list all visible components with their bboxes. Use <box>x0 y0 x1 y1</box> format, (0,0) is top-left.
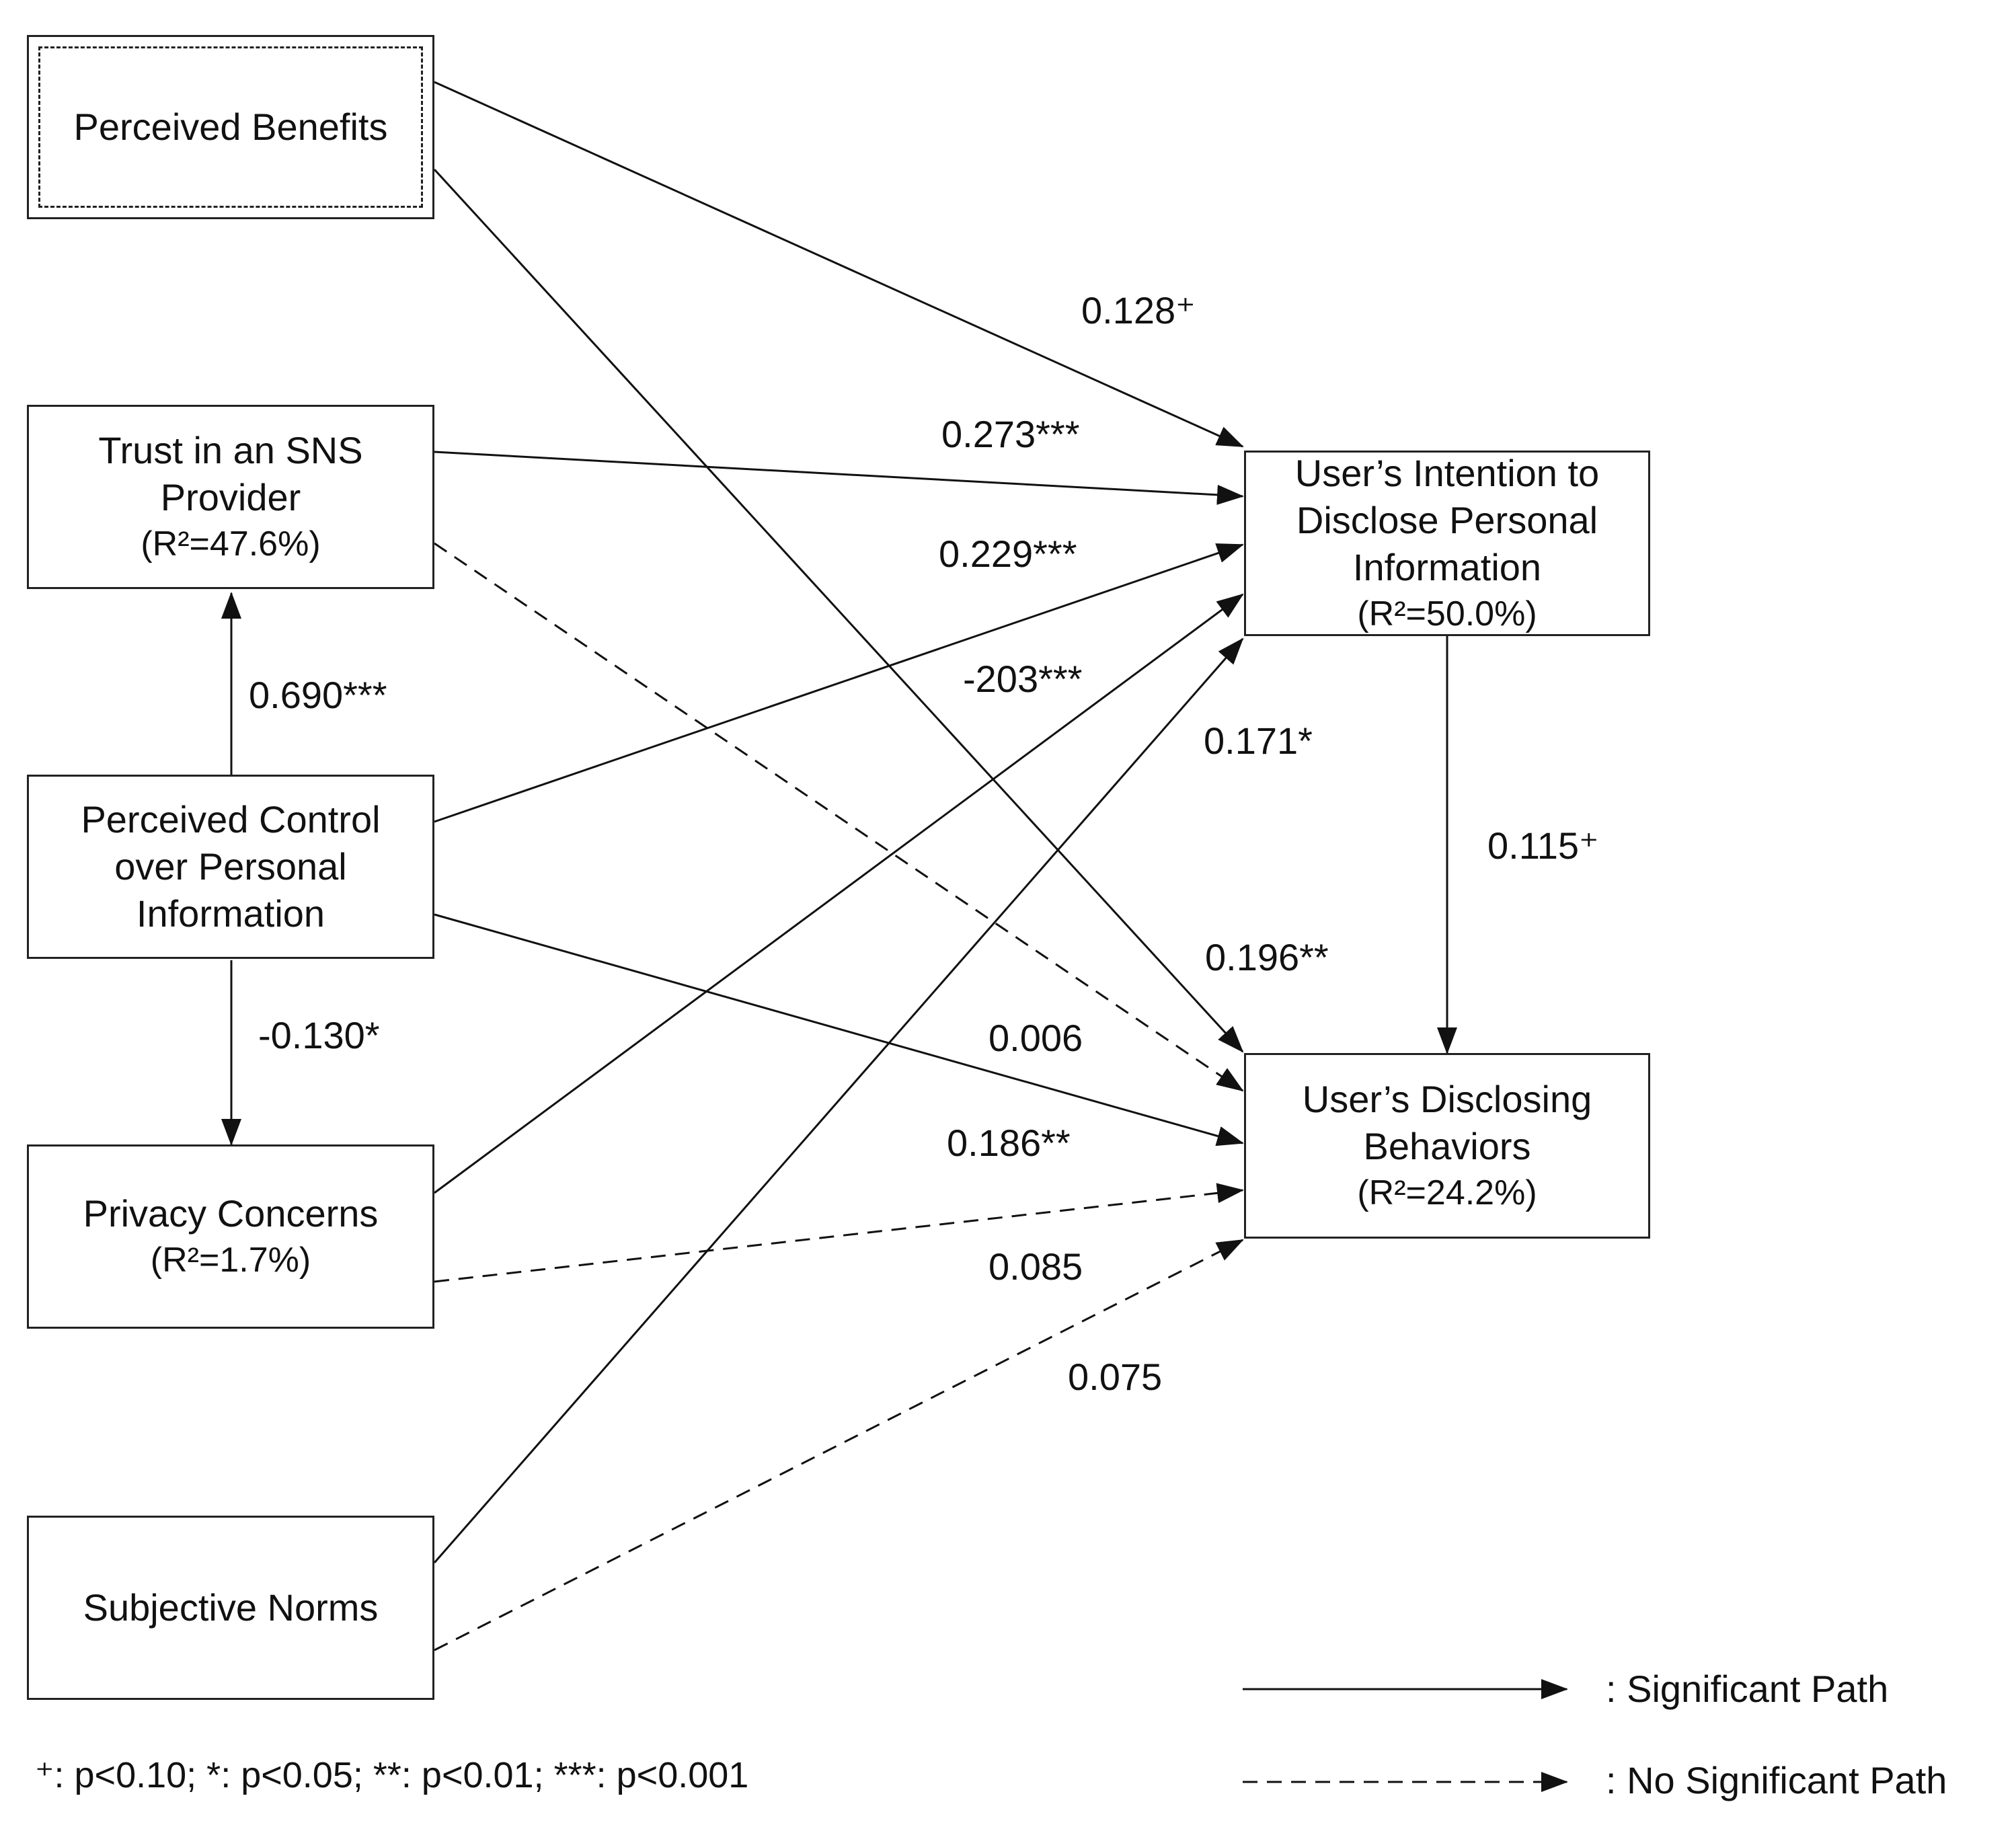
intention-line1: User’s Intention to <box>1294 452 1600 494</box>
path-benefits-intention <box>434 81 1244 448</box>
legend-significant-label: : Significant Path <box>1606 1668 1889 1710</box>
coef-control-behaviors: 0.186** <box>947 1122 1071 1164</box>
coef-control-trust: 0.690*** <box>249 674 387 716</box>
control-line1: Perceived Control <box>81 798 381 841</box>
privacy-line1: Privacy Concerns <box>83 1192 379 1235</box>
control-line2: over Personal <box>114 845 347 888</box>
privacy-r2: (R²=1.7%) <box>150 1241 311 1280</box>
path-norms-behaviors <box>434 1239 1244 1651</box>
path-trust-intention <box>434 451 1244 505</box>
path-privacy-behaviors <box>434 1183 1244 1283</box>
coef-norms-intention: 0.171* <box>1204 719 1313 762</box>
privacy-box: Privacy Concerns (R²=1.7%) <box>27 1144 434 1329</box>
legend-not-significant-label: : No Significant Path <box>1606 1759 1947 1801</box>
control-line3: Information <box>136 892 325 935</box>
path-trust-behaviors <box>434 542 1244 1092</box>
path-control-intention <box>434 543 1244 823</box>
coef-privacy-intention: -203*** <box>963 658 1083 700</box>
coef-privacy-behaviors: 0.085 <box>988 1245 1083 1288</box>
behaviors-line1: User’s Disclosing <box>1302 1078 1592 1120</box>
coef-benefits-intention: 0.128⁺ <box>1081 289 1196 332</box>
behaviors-box: User’s Disclosing Behaviors (R²=24.2%) <box>1244 1053 1650 1239</box>
trust-line1: Trust in an SNS <box>98 429 363 471</box>
coef-trust-behaviors: 0.006 <box>988 1017 1083 1059</box>
coef-benefits-behaviors: 0.196** <box>1205 936 1329 978</box>
coef-intention-behaviors: 0.115⁺ <box>1487 824 1599 867</box>
behaviors-r2: (R²=24.2%) <box>1357 1173 1537 1212</box>
perceived-benefits-box: Perceived Benefits <box>27 35 434 219</box>
norms-box: Subjective Norms <box>27 1516 434 1700</box>
coef-trust-intention: 0.273*** <box>941 413 1080 455</box>
intention-line3: Information <box>1352 546 1542 588</box>
path-norms-intention <box>433 637 1244 1563</box>
significance-footnote: ⁺: p<0.10; *: p<0.05; **: p<0.01; ***: p… <box>35 1755 749 1795</box>
trust-r2: (R²=47.6%) <box>141 524 321 563</box>
coef-control-intention: 0.229*** <box>939 533 1077 575</box>
coef-norms-behaviors: 0.075 <box>1068 1356 1163 1398</box>
intention-line2: Disclose Personal <box>1296 499 1598 541</box>
control-box: Perceived Control over Personal Informat… <box>27 775 434 959</box>
trust-box: Trust in an SNS Provider (R²=47.6%) <box>27 405 434 589</box>
intention-box: User’s Intention to Disclose Personal In… <box>1244 451 1650 636</box>
behaviors-line2: Behaviors <box>1363 1125 1531 1167</box>
coef-control-privacy: -0.130* <box>258 1014 380 1056</box>
norms-title: Subjective Norms <box>83 1586 379 1629</box>
path-control-behaviors <box>434 913 1244 1146</box>
perceived-benefits-title: Perceived Benefits <box>73 106 388 148</box>
path-benefits-behaviors <box>433 168 1244 1053</box>
intention-r2: (R²=50.0%) <box>1357 594 1537 633</box>
trust-line2: Provider <box>160 476 301 518</box>
path-privacy-intention <box>434 593 1244 1194</box>
